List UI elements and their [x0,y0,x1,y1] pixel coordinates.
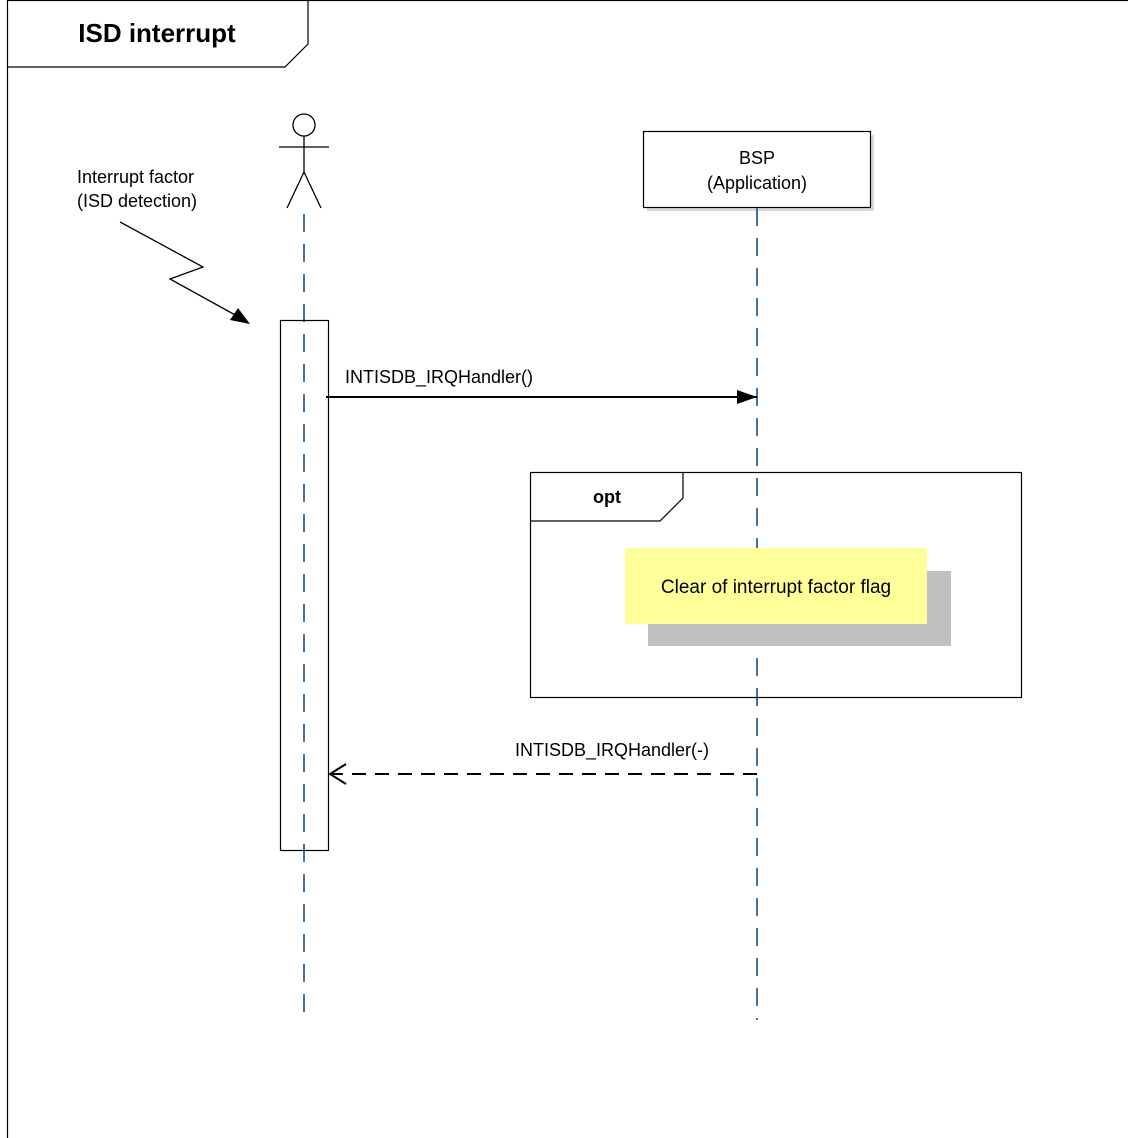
clear-flag-note [625,548,927,624]
interrupt-note-line2: (ISD detection) [77,191,197,211]
interrupt-note-line1: Interrupt factor [77,167,194,187]
bsp-lifeline-name: BSP [739,148,775,168]
opt-fragment [529,471,1023,699]
opt-operator-label: opt [593,487,621,507]
frame-title: ISD interrupt [78,18,236,48]
diagram-frame [6,0,1128,1138]
opt-fragment-tab [530,472,684,522]
bsp-lifeline-subname: (Application) [707,173,807,193]
actor-icon [279,113,329,209]
lightning-arrowhead [230,308,250,324]
return-message-label: INTISDB_IRQHandler(-) [515,740,709,761]
frame-title-tab [7,0,309,68]
bsp-lifeline-box [642,130,872,209]
clear-flag-note-text: Clear of interrupt factor flag [661,577,891,598]
activation-bar [279,319,330,852]
interrupt-lightning-arrow [119,221,238,317]
call-message-label: INTISDB_IRQHandler() [345,367,533,388]
return-arrowhead [328,763,347,785]
